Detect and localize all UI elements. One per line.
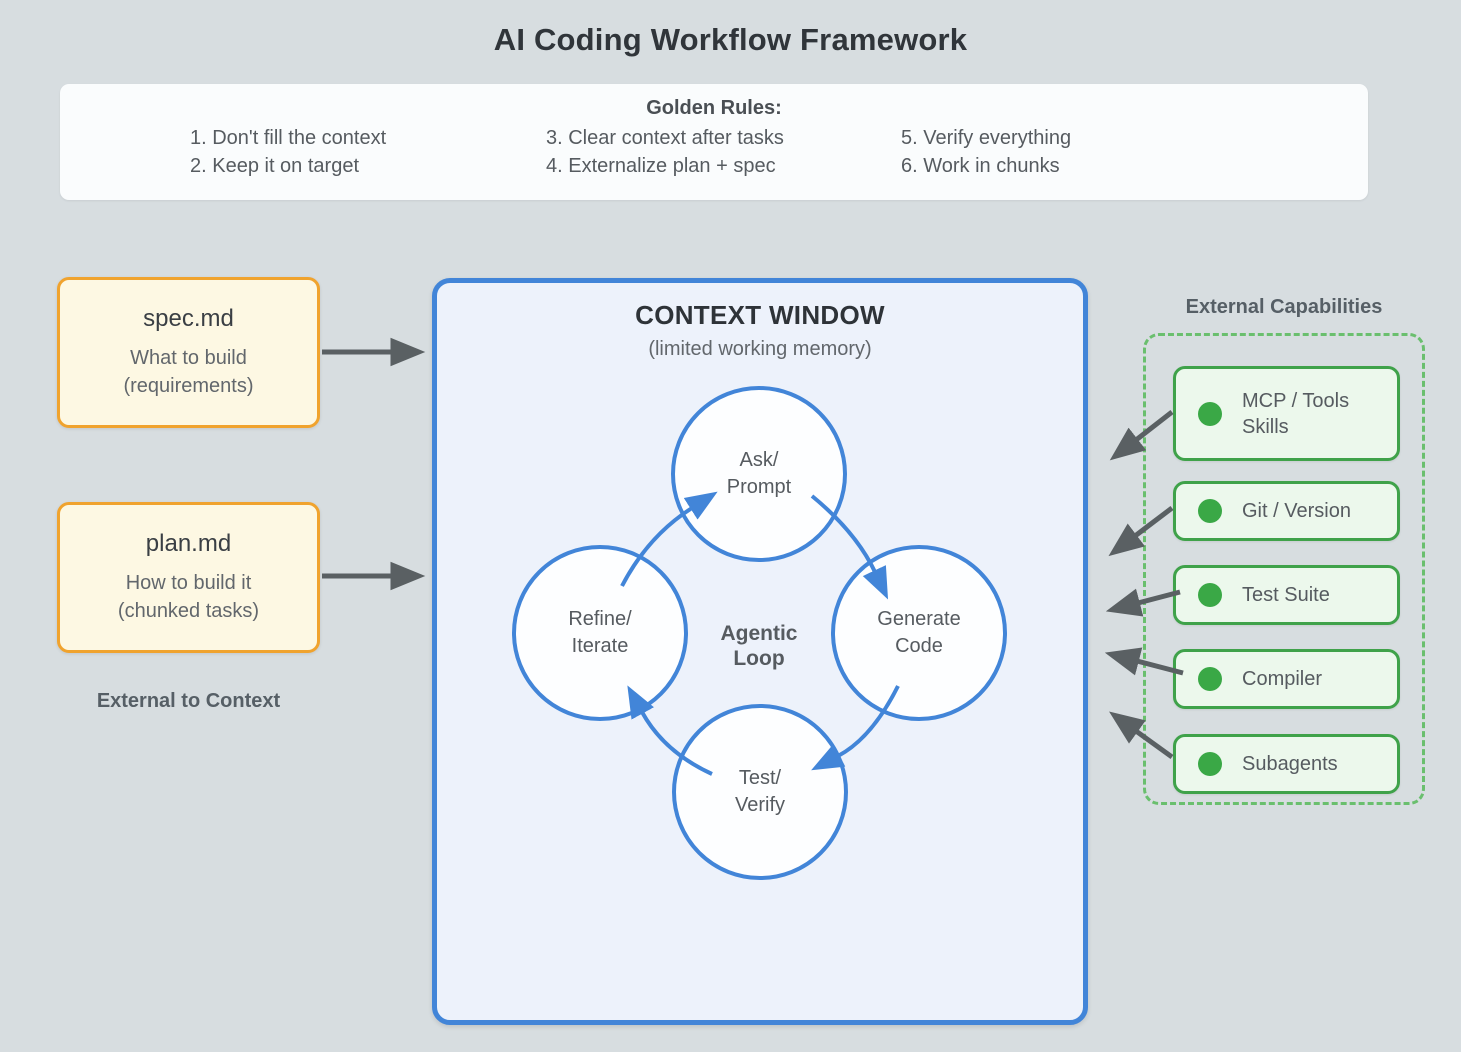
capability-item-git-version: Git / Version — [1173, 481, 1400, 541]
loop-node-generate-line2: Code — [895, 635, 943, 657]
loop-node-ask-line1: Ask/ — [739, 449, 779, 471]
spec-file-title: spec.md — [143, 305, 234, 332]
loop-node-ask-prompt: Ask/ Prompt — [671, 386, 847, 562]
loop-node-refine-iterate: Refine/ Iterate — [512, 545, 688, 721]
agentic-loop-label-line1: Agentic — [720, 622, 798, 645]
capability-item-subagents: Subagents — [1173, 734, 1400, 794]
capability-item-compiler: Compiler — [1173, 649, 1400, 709]
agentic-loop-label: Agentic Loop — [689, 621, 829, 671]
capability-dot-icon — [1198, 401, 1222, 426]
capability-dot-icon — [1198, 499, 1222, 523]
capability-dot-icon — [1198, 583, 1222, 607]
spec-file-desc-2: (requirements) — [123, 375, 254, 397]
golden-rule-3: 3. Clear context after tasks — [546, 127, 784, 149]
capability-label: Subagents — [1242, 753, 1338, 775]
loop-node-test-line2: Verify — [734, 794, 786, 816]
plan-file-desc-2: (chunked tasks) — [117, 600, 260, 622]
spec-file-card: spec.md What to build (requirements) — [57, 277, 320, 428]
golden-rule-1: 1. Don't fill the context — [190, 127, 387, 149]
golden-rules-panel: Golden Rules: 1. Don't fill the context … — [60, 84, 1368, 200]
capability-dot-icon — [1198, 667, 1222, 691]
capability-item-test-suite: Test Suite — [1173, 565, 1400, 625]
page-title: AI Coding Workflow Framework — [493, 22, 968, 57]
loop-node-test-line1: Test/ — [738, 767, 782, 789]
spec-file-desc-1: What to build — [130, 347, 247, 369]
golden-rules-column-3: 5. Verify everything 6. Work in chunks — [901, 124, 1071, 180]
external-to-context-label: External to Context — [96, 690, 281, 712]
golden-rule-5: 5. Verify everything — [901, 127, 1072, 149]
plan-file-title: plan.md — [145, 530, 232, 557]
golden-rules-heading: Golden Rules: — [646, 97, 782, 119]
loop-node-ask-line2: Prompt — [726, 476, 792, 498]
loop-node-generate-line1: Generate — [877, 608, 961, 630]
external-capabilities-panel: MCP / Tools Skills Git / Version Test Su… — [1143, 333, 1425, 805]
loop-node-generate-code: Generate Code — [831, 545, 1007, 721]
capability-label: MCP / Tools Skills — [1242, 389, 1350, 438]
capability-label: Test Suite — [1242, 584, 1330, 606]
agentic-loop-label-line2: Loop — [733, 647, 785, 670]
golden-rule-6: 6. Work in chunks — [901, 155, 1060, 177]
plan-file-card: plan.md How to build it (chunked tasks) — [57, 502, 320, 653]
loop-node-test-verify: Test/ Verify — [672, 704, 848, 880]
capability-item-mcp-tools-skills: MCP / Tools Skills — [1173, 366, 1400, 461]
golden-rules-column-1: 1. Don't fill the context 2. Keep it on … — [190, 124, 386, 180]
loop-node-refine-line2: Iterate — [571, 635, 629, 657]
external-capabilities-heading: External Capabilities — [1185, 296, 1383, 318]
context-window-subtitle: (limited working memory) — [648, 338, 872, 360]
loop-node-refine-line1: Refine/ — [568, 608, 632, 630]
golden-rules-column-2: 3. Clear context after tasks 4. External… — [546, 124, 784, 180]
golden-rule-4: 4. Externalize plan + spec — [546, 155, 776, 177]
capability-label: Git / Version — [1242, 500, 1351, 522]
golden-rule-2: 2. Keep it on target — [190, 155, 360, 177]
capability-dot-icon — [1198, 752, 1222, 776]
capability-label: Compiler — [1242, 668, 1323, 690]
context-window-title: CONTEXT WINDOW — [635, 300, 885, 330]
plan-file-desc-1: How to build it — [125, 572, 252, 594]
